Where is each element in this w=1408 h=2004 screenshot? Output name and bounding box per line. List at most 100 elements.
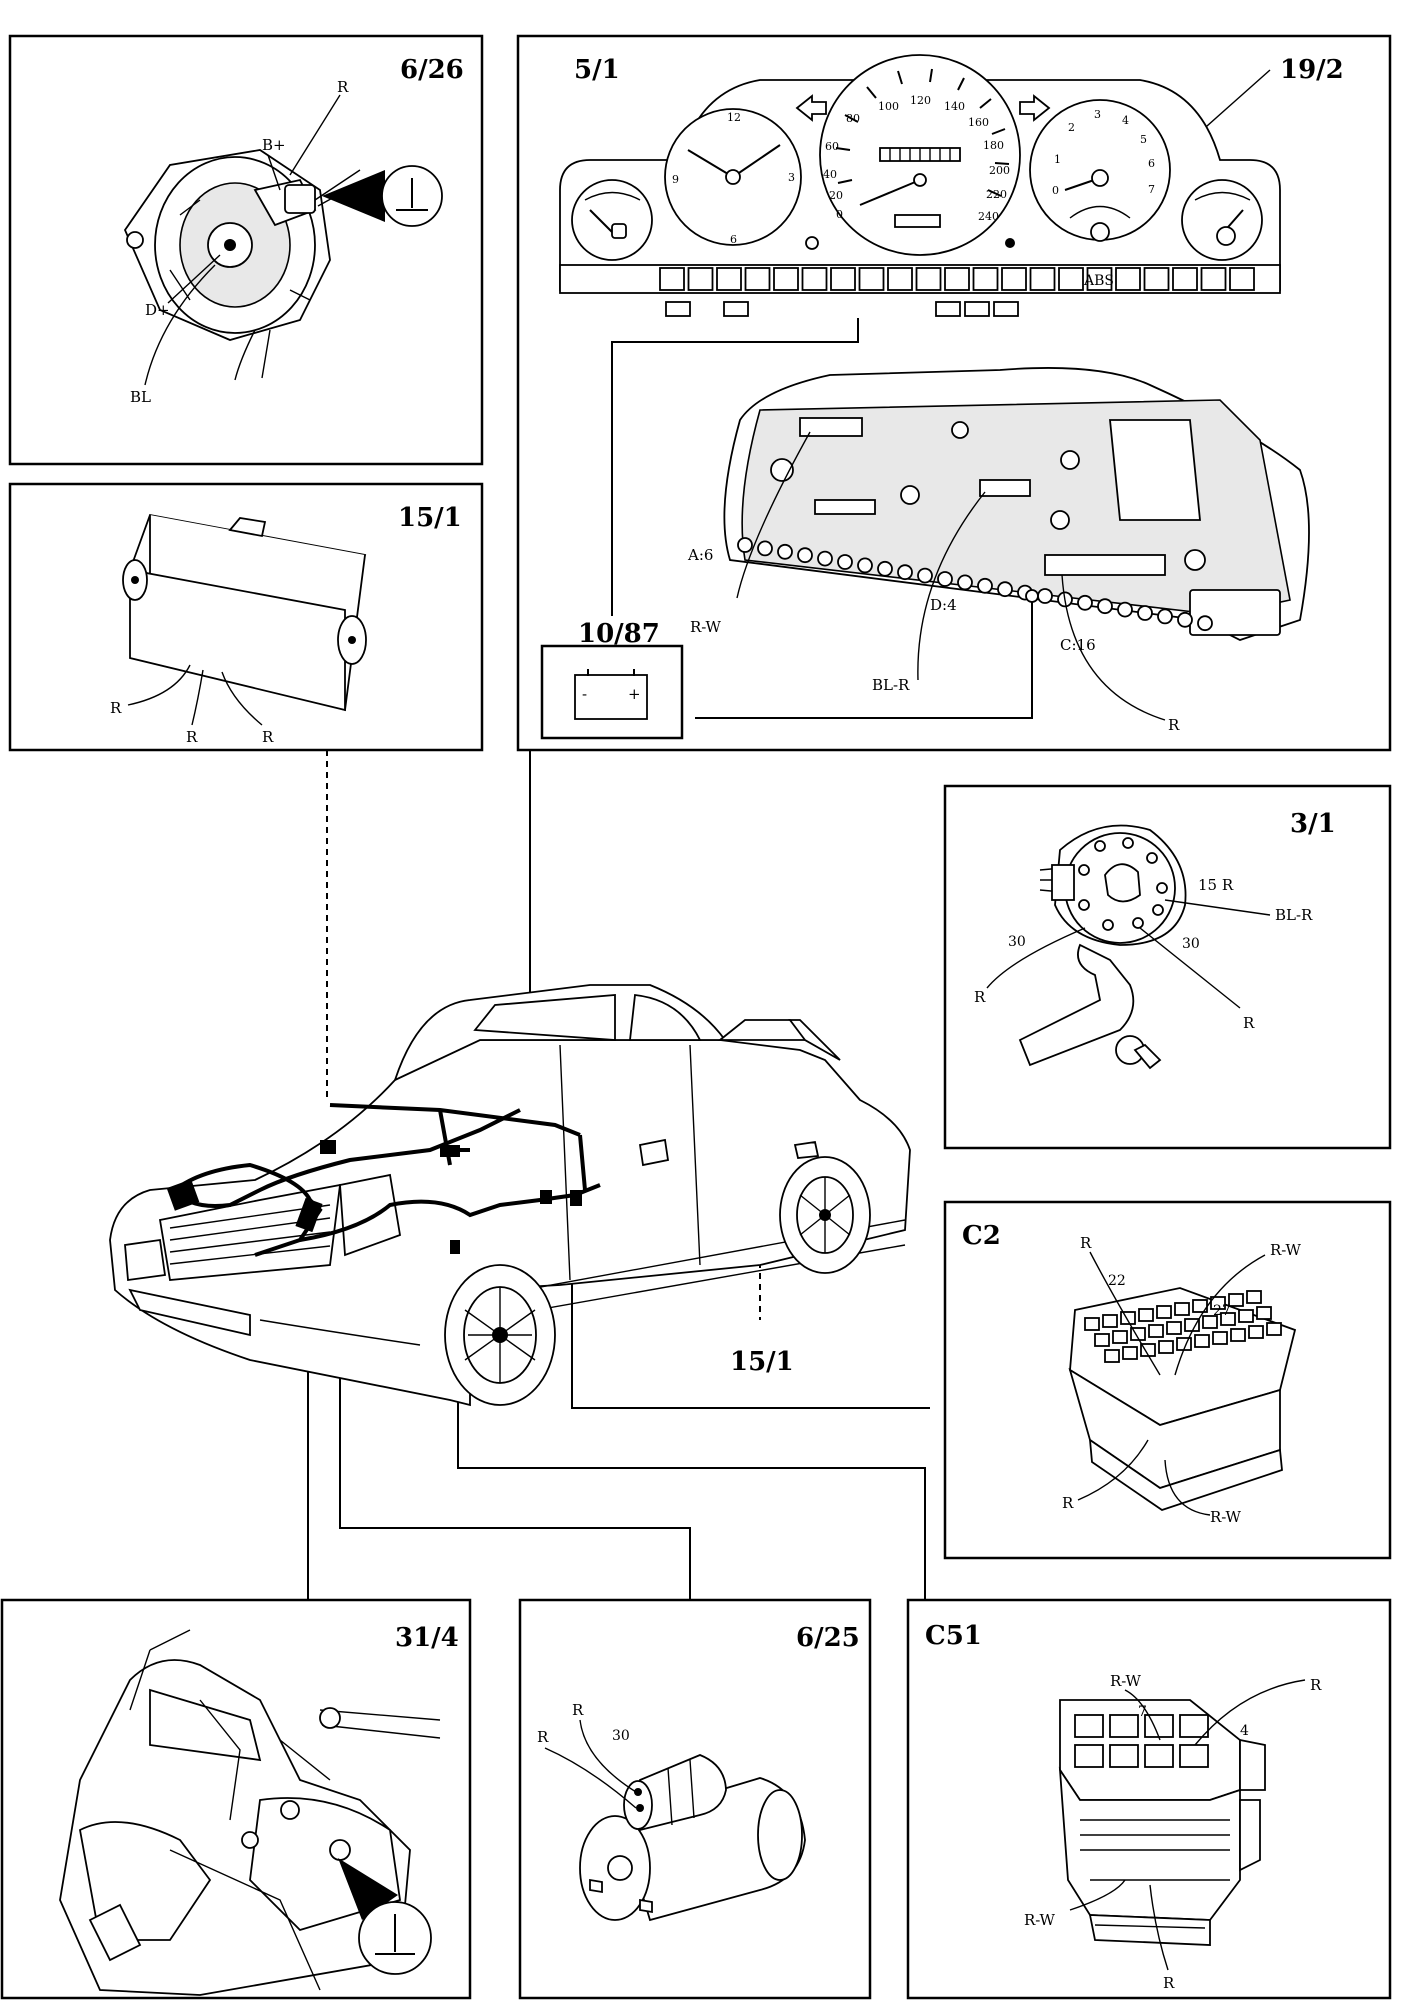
speedo-200: 200 bbox=[989, 164, 1010, 177]
warning-lamp bbox=[1200, 267, 1227, 291]
warning-lamp bbox=[1001, 267, 1027, 291]
panel-title: 15/1 bbox=[398, 503, 462, 533]
c2-pin-cavity bbox=[1156, 1305, 1172, 1319]
warning-lamp bbox=[1143, 267, 1170, 291]
panel-title: 6/26 bbox=[400, 55, 464, 85]
starter-illustration bbox=[579, 1754, 806, 1922]
warning-lamp bbox=[716, 267, 742, 291]
speedo-140: 140 bbox=[944, 100, 965, 113]
c51-connector-illustration bbox=[1058, 1699, 1266, 1946]
bulb-socket bbox=[777, 543, 793, 560]
c2-pin-cavity bbox=[1212, 1331, 1228, 1345]
panel-15-1: 15/1 R R R bbox=[8, 482, 484, 752]
label-c16: C:16 bbox=[1060, 636, 1096, 654]
speedo-80: 80 bbox=[846, 112, 860, 125]
c2-pin-cavity bbox=[1094, 1333, 1110, 1347]
tacho-1: 1 bbox=[1054, 153, 1061, 166]
ground-cone bbox=[322, 170, 385, 222]
bulb-sockets bbox=[737, 537, 1213, 632]
speedo-220: 220 bbox=[986, 188, 1007, 201]
label-r-lower: R bbox=[537, 1728, 549, 1746]
bulb-socket bbox=[817, 550, 833, 567]
bulb-socket bbox=[957, 574, 973, 591]
label-r-w: R-W bbox=[690, 618, 722, 636]
warning-lamp bbox=[1115, 267, 1141, 291]
car-callout-15-1: 15/1 bbox=[730, 1347, 794, 1377]
label-bl: BL bbox=[130, 388, 151, 406]
label-d-plus: D+ bbox=[145, 301, 170, 319]
car-illustration bbox=[109, 984, 911, 1407]
speedo-240: 240 bbox=[978, 210, 999, 223]
panel-title: C51 bbox=[925, 1621, 982, 1651]
panel-6-26: 6/26 R B+ D+ BL bbox=[8, 34, 484, 466]
c2-pin-cavity bbox=[1184, 1318, 1200, 1332]
wiring-harness bbox=[166, 1103, 601, 1257]
panel-title: C2 bbox=[962, 1221, 1001, 1251]
c2-pin-cavity bbox=[1166, 1321, 1182, 1335]
label-r-right: R bbox=[262, 728, 274, 746]
bulb-socket bbox=[857, 557, 873, 574]
c2-pin-cavity bbox=[1194, 1334, 1210, 1348]
label-r-bottom: R bbox=[1163, 1974, 1175, 1992]
label-pin-7: 7 bbox=[1138, 1704, 1147, 1720]
tacho-4: 4 bbox=[1122, 114, 1129, 127]
warning-lamp bbox=[1229, 267, 1255, 291]
speedo-40: 40 bbox=[823, 168, 837, 181]
panel-10-87: 10/87 - + bbox=[540, 619, 684, 740]
warning-lamp bbox=[687, 267, 714, 291]
label-b-plus: B+ bbox=[262, 136, 286, 154]
speedo-160: 160 bbox=[968, 116, 989, 129]
label-r-w-top: R-W bbox=[1270, 1241, 1302, 1259]
tacho-0: 0 bbox=[1052, 184, 1059, 197]
label-r: R bbox=[337, 78, 349, 96]
tacho-3: 3 bbox=[1094, 108, 1101, 121]
speedo-120: 120 bbox=[910, 94, 931, 107]
bulb-socket bbox=[1177, 611, 1193, 628]
c2-pin-cavity bbox=[1174, 1302, 1190, 1316]
warning-lamp bbox=[972, 267, 999, 291]
battery-minus: - bbox=[582, 685, 587, 703]
c2-pin-cavity bbox=[1120, 1311, 1136, 1325]
temp-gauge bbox=[1181, 179, 1263, 261]
bulb-socket bbox=[1117, 601, 1133, 618]
panel-6-25: 6/25 R R 30 bbox=[518, 1598, 872, 2000]
c2-pin-cavity bbox=[1202, 1315, 1218, 1329]
label-r-bottom: R bbox=[1062, 1494, 1074, 1512]
label-r: R bbox=[1168, 716, 1180, 734]
speedo-0: 0 bbox=[836, 208, 843, 221]
panel-title: 3/1 bbox=[1290, 809, 1336, 839]
c2-pin-cavity bbox=[1266, 1322, 1282, 1336]
battery-icon bbox=[574, 674, 648, 720]
warning-lamp bbox=[887, 267, 913, 291]
bulb-socket bbox=[877, 560, 893, 577]
tacho-7: 7 bbox=[1148, 183, 1155, 196]
c2-pin-cavity bbox=[1246, 1290, 1262, 1304]
c2-pin-cavity bbox=[1210, 1296, 1226, 1310]
label-r-left: R bbox=[110, 699, 122, 717]
c2-pin-cavity bbox=[1230, 1328, 1246, 1342]
bulb-socket bbox=[757, 540, 773, 557]
warning-lamps bbox=[659, 267, 1255, 291]
warning-lamp bbox=[944, 267, 970, 291]
tacho-6: 6 bbox=[1148, 157, 1155, 170]
clock-3: 3 bbox=[788, 171, 795, 184]
panel-title: 31/4 bbox=[395, 1623, 459, 1653]
bulb-socket bbox=[997, 581, 1013, 598]
c2-pin-cavity bbox=[1104, 1349, 1120, 1363]
bulb-socket bbox=[1037, 588, 1053, 604]
panel-c51: C51 R-W R 7 4 R-W R bbox=[906, 1598, 1392, 2000]
c2-pin-cavity bbox=[1220, 1312, 1236, 1326]
label-r-middle: R bbox=[186, 728, 198, 746]
bulb-socket bbox=[1157, 608, 1173, 625]
bulb-socket bbox=[1077, 594, 1093, 611]
label-a6: A:6 bbox=[687, 546, 713, 564]
c2-pin-cavity bbox=[1158, 1340, 1174, 1354]
bulb-socket bbox=[977, 577, 993, 594]
speedo-60: 60 bbox=[825, 140, 839, 153]
turn-left-arrow-icon bbox=[795, 94, 827, 122]
label-pin-22: 22 bbox=[1108, 1273, 1126, 1289]
warning-lamp bbox=[659, 267, 685, 291]
bulb-socket bbox=[837, 554, 853, 570]
warning-lamp bbox=[801, 267, 828, 291]
label-r-right: R bbox=[1243, 1014, 1255, 1032]
